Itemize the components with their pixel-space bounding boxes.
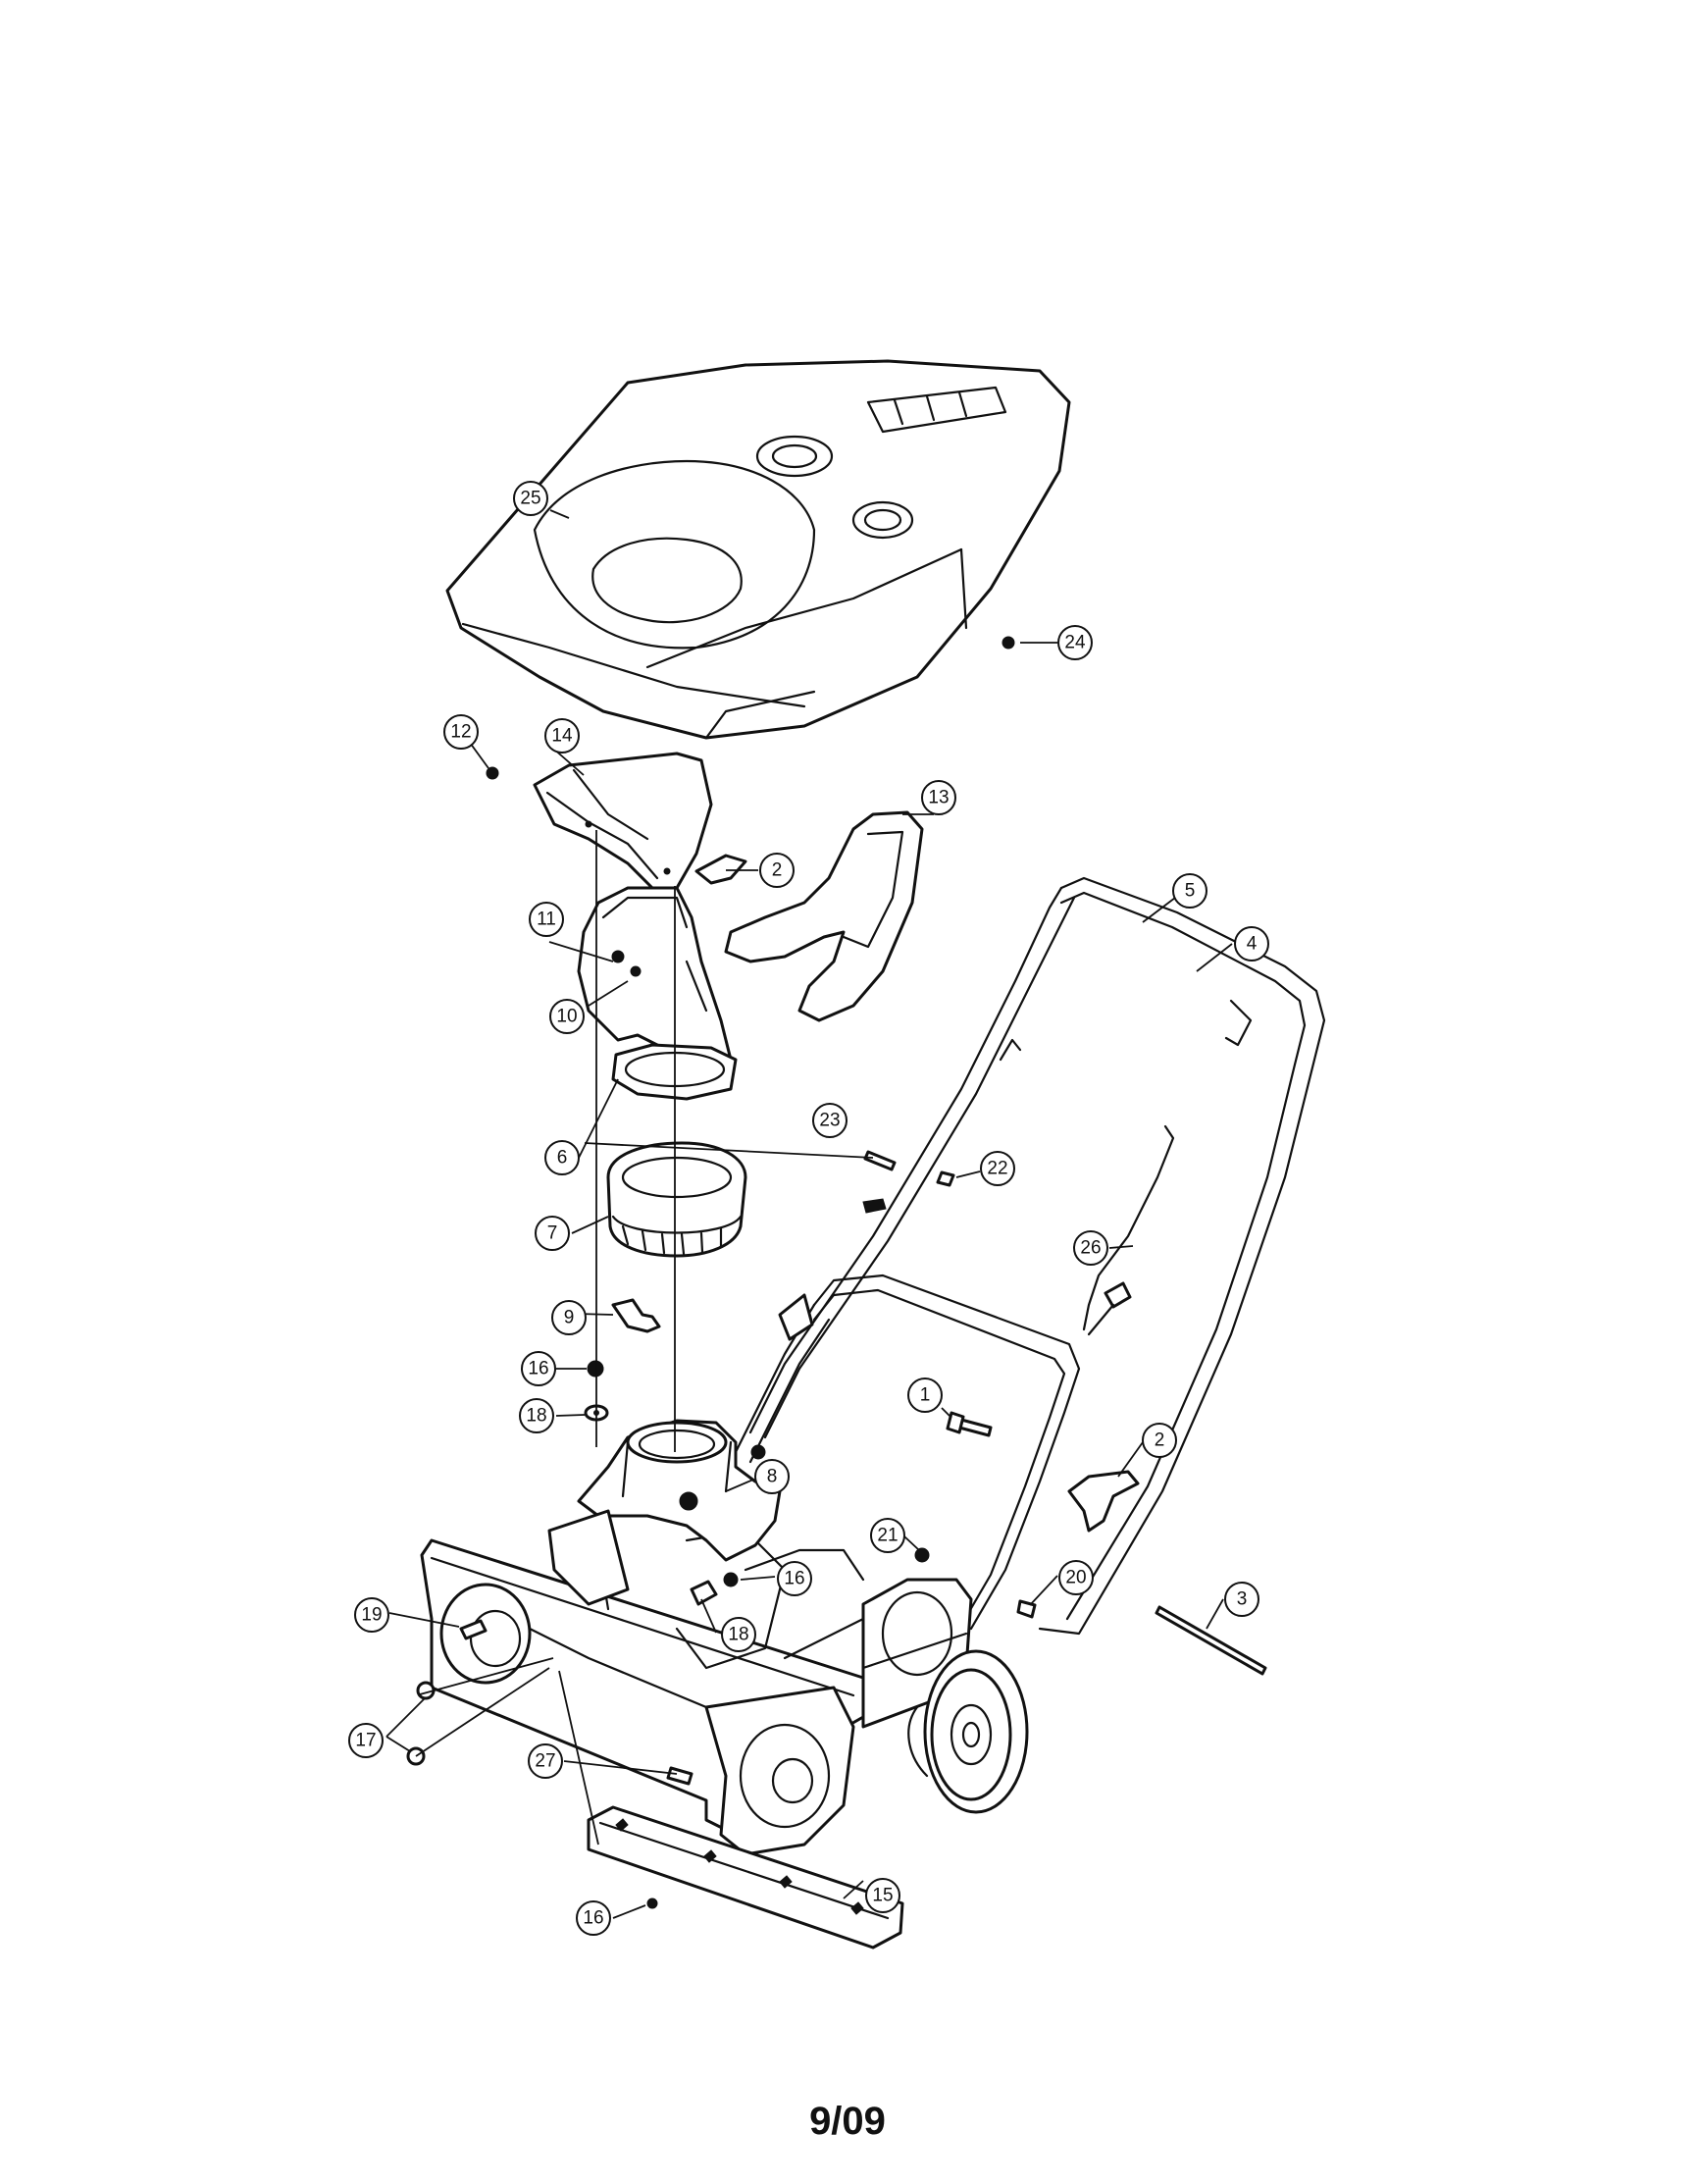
svg-text:22: 22 (987, 1159, 1007, 1179)
chute-keeper-part (611, 1298, 661, 1333)
callout-14: 14 (544, 718, 580, 754)
handle-knob-part (1067, 1470, 1140, 1533)
svg-text:12: 12 (450, 722, 471, 743)
svg-text:8: 8 (767, 1467, 778, 1487)
svg-text:4: 4 (1247, 934, 1258, 955)
callout-16-lower: 16 (576, 1900, 611, 1936)
callout-16-chute: 16 (521, 1351, 556, 1386)
svg-text:2: 2 (1155, 1430, 1165, 1451)
callout-22: 22 (980, 1151, 1015, 1186)
leader-lines (385, 509, 1233, 1919)
callout-1: 1 (907, 1378, 943, 1413)
svg-text:2: 2 (772, 860, 783, 881)
svg-text:26: 26 (1080, 1238, 1101, 1259)
callout-27: 27 (528, 1743, 563, 1779)
callout-20: 20 (1058, 1560, 1094, 1595)
lower-hardware (406, 1547, 1267, 1786)
callout-5: 5 (1172, 873, 1207, 909)
wheel-part (907, 1649, 1029, 1814)
callout-24: 24 (1057, 625, 1093, 660)
callout-13: 13 (921, 780, 956, 815)
svg-text:10: 10 (556, 1007, 577, 1027)
svg-text:19: 19 (361, 1605, 382, 1626)
callout-16-mid: 16 (777, 1561, 812, 1596)
callout-26: 26 (1073, 1230, 1108, 1266)
svg-text:11: 11 (537, 910, 556, 930)
callout-9: 9 (551, 1300, 587, 1335)
callout-2-upper: 2 (759, 853, 795, 888)
svg-text:3: 3 (1237, 1589, 1248, 1610)
chute-handle-part (724, 810, 924, 1022)
upper-handle-part (748, 876, 1326, 1636)
callout-15: 15 (865, 1878, 900, 1913)
callout-4: 4 (1234, 926, 1269, 962)
chute-housing-part (547, 1419, 782, 1611)
svg-text:15: 15 (872, 1886, 893, 1906)
callout-19: 19 (354, 1597, 389, 1633)
svg-text:21: 21 (877, 1526, 898, 1546)
callout-11: 11 (529, 902, 564, 937)
upper-chute-part (577, 886, 733, 1086)
page-number: 9/09 (809, 2100, 886, 2143)
svg-text:16: 16 (528, 1359, 548, 1379)
svg-text:16: 16 (583, 1908, 603, 1929)
scraper-bar-part (587, 1805, 904, 1950)
chute-ring-part (606, 1141, 747, 1258)
callout-10: 10 (549, 999, 585, 1034)
callout-18-chute: 18 (519, 1398, 554, 1433)
svg-text:7: 7 (547, 1223, 558, 1244)
svg-text:25: 25 (520, 489, 540, 509)
svg-text:9: 9 (564, 1308, 575, 1328)
svg-text:5: 5 (1185, 881, 1196, 902)
callout-7: 7 (535, 1216, 570, 1251)
svg-text:23: 23 (819, 1111, 840, 1131)
callout-18-mid: 18 (721, 1617, 756, 1652)
svg-text:18: 18 (526, 1406, 546, 1427)
callout-3: 3 (1224, 1582, 1259, 1617)
callout-25: 25 (513, 481, 548, 516)
svg-text:13: 13 (928, 788, 949, 808)
chute-deflector-part (533, 752, 713, 895)
callout-21: 21 (870, 1518, 905, 1553)
handle-bolt-part (946, 1411, 993, 1437)
svg-text:6: 6 (557, 1148, 568, 1169)
callout-2-lower: 2 (1142, 1423, 1177, 1458)
svg-text:1: 1 (920, 1385, 931, 1406)
svg-text:24: 24 (1064, 633, 1086, 653)
callout-23: 23 (812, 1103, 848, 1138)
svg-text:18: 18 (728, 1625, 748, 1645)
callout-6: 6 (544, 1140, 580, 1175)
svg-text:27: 27 (535, 1751, 555, 1772)
control-cable-part (1082, 1124, 1175, 1336)
pin-part (863, 1150, 897, 1171)
lower-handle-part (734, 1274, 1081, 1636)
svg-text:20: 20 (1065, 1568, 1086, 1588)
callout-8: 8 (754, 1459, 790, 1494)
svg-text:14: 14 (551, 726, 573, 747)
auger-housing-part (420, 1529, 865, 1856)
callout-12: 12 (443, 714, 479, 750)
callout-17: 17 (348, 1723, 384, 1758)
svg-text:17: 17 (355, 1731, 376, 1751)
shroud-part (445, 359, 1071, 740)
svg-text:16: 16 (784, 1569, 804, 1589)
